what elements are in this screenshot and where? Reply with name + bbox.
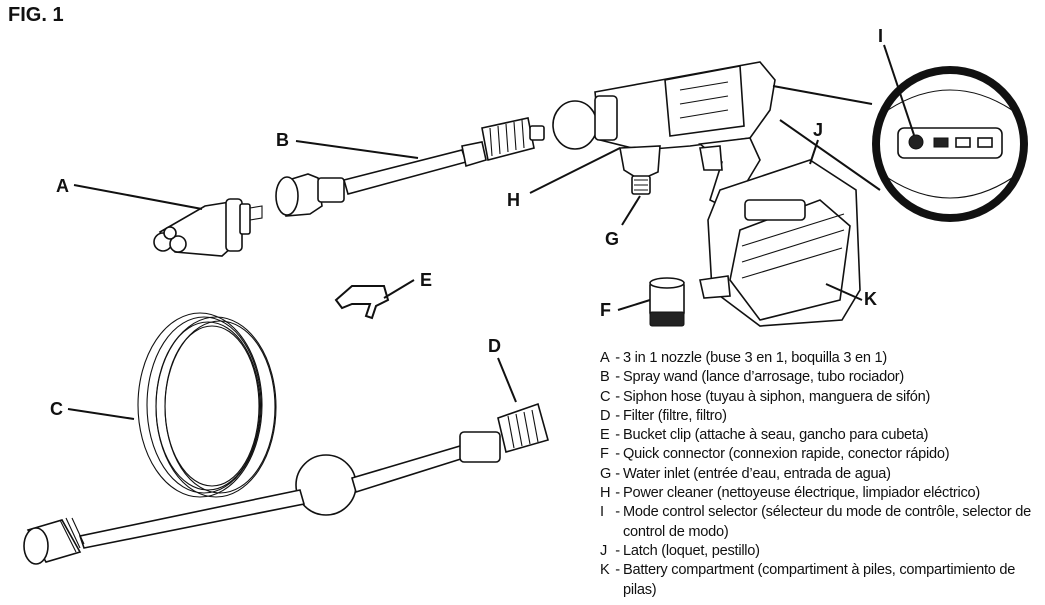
legend-key: F <box>600 446 609 463</box>
callout-f: F <box>600 300 611 320</box>
callout-g: G <box>605 229 619 249</box>
callout-h: H <box>507 190 520 210</box>
callout-a: A <box>56 176 69 196</box>
legend-text: Quick connector (connexion rapide, conec… <box>623 446 950 463</box>
legend-item-f: F - Quick connector (connexion rapide, c… <box>600 445 1045 464</box>
legend-key: J <box>600 542 608 559</box>
callout-e: E <box>420 270 432 290</box>
leader-line-a <box>73 184 203 210</box>
legend-item-c: C - Siphon hose (tuyau à siphon, manguer… <box>600 388 1045 407</box>
mode-selector-detail-drawing <box>772 66 1028 222</box>
legend-dash: - <box>615 350 620 366</box>
legend-text: Spray wand (lance d’arrosage, tubo rocia… <box>623 369 905 386</box>
legend-key: B <box>600 369 610 386</box>
legend-dash: - <box>615 446 620 463</box>
legend-item-d: D - Filter (filtre, filtro) <box>600 407 1045 426</box>
legend-text: Power cleaner (nettoyeuse électrique, li… <box>623 485 981 502</box>
leader-line-e <box>383 279 415 299</box>
leader-line-c <box>67 408 135 420</box>
legend-dash: - <box>615 465 620 482</box>
callout-k: K <box>864 289 877 309</box>
leader-line-k <box>825 283 863 301</box>
leader-line-j <box>809 139 819 165</box>
parts-legend: A - 3 in 1 nozzle (buse 3 en 1, boquilla… <box>600 349 1045 600</box>
legend-text: Filter (filtre, filtro) <box>623 407 727 424</box>
legend-item-g: G - Water inlet (entrée d’eau, entrada d… <box>600 465 1045 484</box>
legend-text: Battery compartment (compartiment à pile… <box>623 562 1016 598</box>
siphon-hose-drawing <box>23 312 549 565</box>
legend-key: E <box>600 427 610 444</box>
leader-line-g <box>621 195 641 226</box>
legend-item-a: A - 3 in 1 nozzle (buse 3 en 1, boquilla… <box>600 349 1045 368</box>
legend-text: 3 in 1 nozzle (buse 3 en 1, boquilla 3 e… <box>623 350 888 366</box>
legend-text: Mode control selector (sélecteur du mode… <box>623 504 1032 540</box>
spray-wand-drawing <box>275 117 545 217</box>
leader-lines <box>67 44 915 420</box>
leader-line-f <box>617 299 651 311</box>
legend-text: Siphon hose (tuyau à siphon, manguera de… <box>623 388 931 405</box>
leader-line-h <box>529 147 621 194</box>
leader-line-d <box>497 357 517 403</box>
legend-dash: - <box>615 562 620 579</box>
power-cleaner-drawing <box>552 61 861 327</box>
legend-dash: - <box>615 407 620 424</box>
legend-item-h: H - Power cleaner (nettoyeuse électrique… <box>600 484 1045 503</box>
legend-key: D <box>600 407 611 424</box>
legend-dash: - <box>615 388 620 405</box>
legend-key: H <box>600 485 611 502</box>
legend-key: G <box>600 465 612 482</box>
leader-line-b <box>295 140 419 159</box>
legend-key: A <box>600 350 610 366</box>
nozzle-drawing <box>153 198 263 257</box>
legend-key: K <box>600 562 610 579</box>
leader-line-i <box>883 44 915 136</box>
legend-text: Bucket clip (attache à seau, gancho para… <box>623 427 929 444</box>
legend-dash: - <box>615 427 620 444</box>
legend-item-k: K - Battery compartment (compartiment à … <box>600 561 1045 600</box>
figure-title: FIG. 1 <box>8 4 64 26</box>
legend-item-b: B - Spray wand (lance d’arrosage, tubo r… <box>600 368 1045 387</box>
quick-connector-drawing <box>649 277 685 327</box>
legend-dash: - <box>615 504 620 521</box>
legend-dash: - <box>615 369 620 386</box>
callout-b: B <box>276 130 289 150</box>
legend-dash: - <box>615 542 620 559</box>
legend-text: Latch (loquet, pestillo) <box>623 542 760 559</box>
callout-d: D <box>488 336 501 356</box>
legend-key: I <box>600 504 604 521</box>
bucket-clip-drawing <box>334 285 390 320</box>
callout-i: I <box>878 26 883 46</box>
callout-j: J <box>813 120 823 140</box>
legend-item-e: E - Bucket clip (attache à seau, gancho … <box>600 426 1045 445</box>
legend-dash: - <box>615 485 620 502</box>
legend-key: C <box>600 388 611 405</box>
legend-item-i: I - Mode control selector (sélecteur du … <box>600 503 1045 542</box>
legend-item-j: J - Latch (loquet, pestillo) <box>600 542 1045 561</box>
callout-c: C <box>50 399 63 419</box>
legend-text: Water inlet (entrée d’eau, entrada de ag… <box>623 465 891 482</box>
